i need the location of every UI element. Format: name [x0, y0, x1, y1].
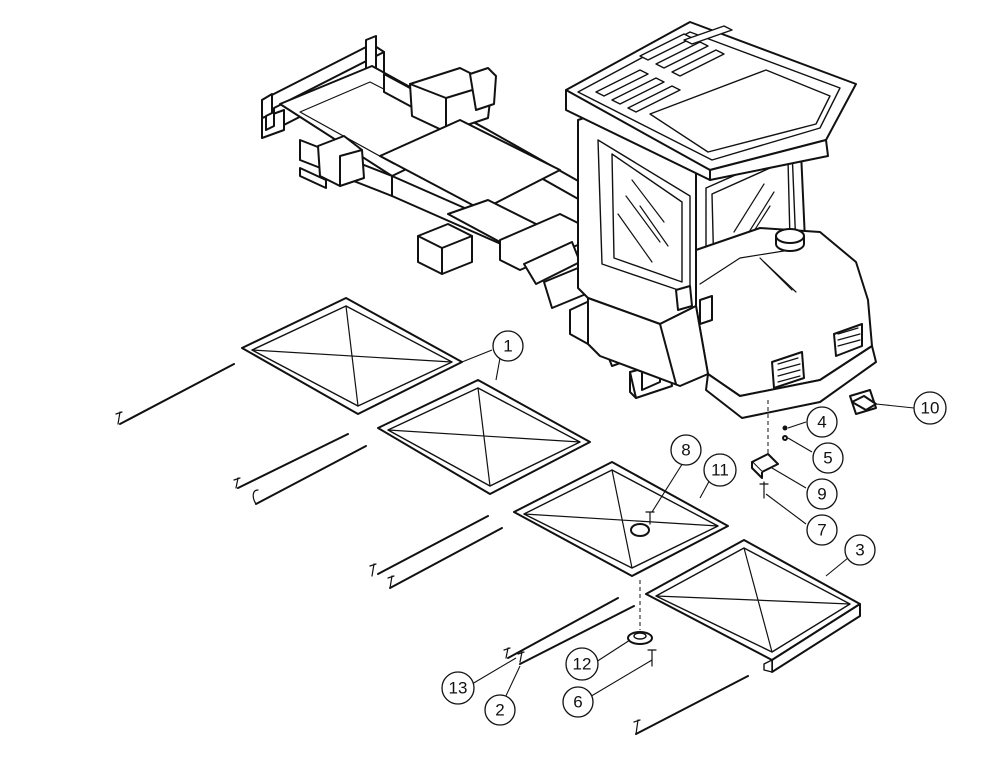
- operator-cab: [565, 21, 877, 470]
- callout-label: 1: [503, 337, 512, 356]
- underside-panel-1a: [241, 297, 463, 415]
- callout-2: 2: [484, 694, 516, 726]
- underside-panel-1b: [377, 379, 591, 495]
- callout-13: 13: [441, 671, 475, 705]
- callout-10: 10: [913, 391, 947, 425]
- callout-5: 5: [812, 442, 844, 474]
- mounting-strips: [115, 363, 749, 735]
- underside-panel-11: [513, 461, 729, 577]
- hardware-parts: [627, 395, 877, 667]
- chassis-frame: [261, 35, 673, 399]
- callout-label: 7: [817, 521, 826, 540]
- callout-label: 4: [817, 413, 826, 432]
- callout-6: 6: [562, 686, 594, 718]
- callout-label: 5: [823, 449, 832, 468]
- callout-11: 11: [703, 453, 737, 487]
- leader-lines: [461, 349, 915, 701]
- callout-label: 3: [855, 541, 864, 560]
- callout-4: 4: [806, 406, 838, 438]
- underside-panel-3: [645, 539, 861, 673]
- callout-3: 3: [844, 534, 876, 566]
- callout-label: 12: [573, 655, 592, 674]
- callout-label: 8: [681, 441, 690, 460]
- callout-label: 6: [573, 693, 582, 712]
- callout-label: 9: [817, 485, 826, 504]
- callout-8: 8: [670, 434, 702, 466]
- callout-label: 10: [921, 399, 940, 418]
- callout-7: 7: [806, 514, 838, 546]
- callout-label: 13: [449, 679, 468, 698]
- callout-label: 2: [495, 701, 504, 720]
- callout-9: 9: [806, 478, 838, 510]
- callout-12: 12: [565, 647, 599, 681]
- callout-1: 1: [492, 330, 524, 362]
- callout-label: 11: [711, 461, 729, 480]
